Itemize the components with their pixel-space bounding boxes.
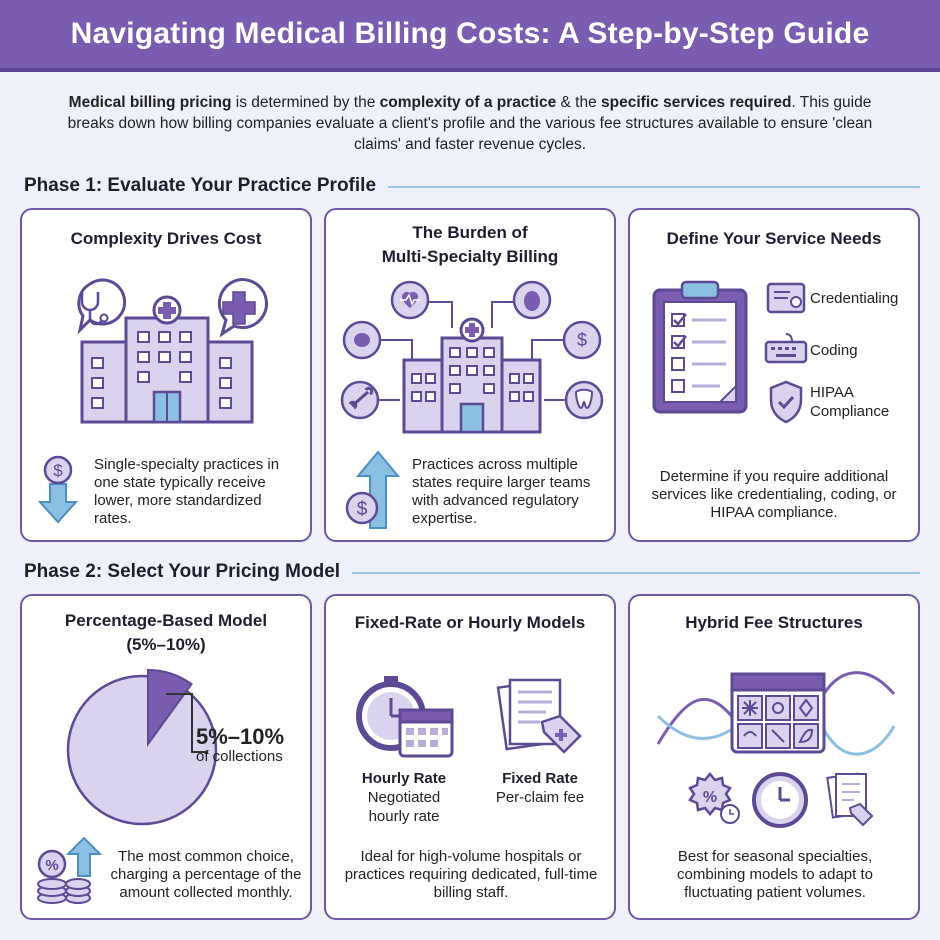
- checklist-clipboard-icon: [652, 280, 748, 414]
- intro-bold-1: Medical billing pricing: [68, 94, 232, 111]
- intro-bold-2: complexity of a practice: [379, 94, 557, 111]
- card-multi-specialty-title-1: The Burden of: [412, 223, 528, 242]
- phase2-title: Phase 2: Select Your Pricing Model: [24, 561, 341, 582]
- shield-check-icon: [769, 380, 803, 424]
- svg-text:$: $: [577, 330, 587, 350]
- card-percentage-text: The most common choice, charging a perce…: [110, 848, 302, 901]
- service-hipaa-1: HIPAA: [810, 384, 854, 401]
- phase2-heading: Phase 2: Select Your Pricing Model: [24, 558, 920, 586]
- certificate-icon: [766, 282, 806, 314]
- card-hybrid-text: Best for seasonal specialties, combining…: [677, 848, 873, 901]
- hourly-rate-title: Hourly Rate: [361, 770, 447, 787]
- header-banner: Navigating Medical Billing Costs: A Step…: [0, 0, 940, 72]
- card-percentage-title-1: Percentage-Based Model: [64, 611, 268, 630]
- coins-percent-icon: %: [37, 836, 103, 904]
- hourly-rate-desc-1: Negotiated: [367, 789, 441, 806]
- service-coding: Coding: [810, 342, 858, 359]
- multi-specialty-hospital-icon: $: [340, 280, 604, 434]
- card-service-needs-title: Define Your Service Needs: [666, 229, 882, 248]
- pie-sublabel: of collections: [196, 748, 283, 765]
- card-complexity: Complexity Drives Cost $ Single-specialt…: [20, 208, 312, 542]
- phase1-heading: Phase 1: Evaluate Your Practice Profile: [24, 172, 920, 200]
- svg-text:%: %: [703, 789, 717, 806]
- card-percentage-title-2: (5%–10%): [126, 635, 206, 654]
- fixed-rate-title: Fixed Rate: [502, 770, 578, 787]
- card-fixed-hourly-title: Fixed-Rate or Hourly Models: [354, 613, 586, 632]
- pie-leader-line: [166, 693, 208, 753]
- pie-remainder: [66, 674, 218, 826]
- intro-text-3: . This guide breaks down how billing com…: [67, 94, 873, 153]
- card-service-needs: Define Your Service Needs Credentialing …: [628, 208, 920, 542]
- page-title: Navigating Medical Billing Costs: A Step…: [70, 17, 870, 50]
- card-multi-specialty-title-2: Multi-Specialty Billing: [381, 247, 559, 266]
- card-fixed-hourly: Fixed-Rate or Hourly Models Hourly Rate …: [324, 594, 616, 920]
- intro-text-1: is determined by the: [231, 94, 380, 111]
- hourly-rate-desc-2: hourly rate: [368, 808, 440, 825]
- phase2-divider: [352, 572, 920, 574]
- hybrid-icons-row: %: [688, 772, 874, 828]
- card-multi-specialty: The Burden of Multi-Specialty Billing $: [324, 208, 616, 542]
- svg-text:%: %: [45, 857, 58, 874]
- card-service-needs-text: Determine if you require additional serv…: [651, 468, 897, 521]
- documents-tag-icon: [496, 678, 582, 754]
- phase1-title: Phase 1: Evaluate Your Practice Profile: [24, 175, 377, 196]
- keyboard-icon: [764, 333, 808, 364]
- svg-text:$: $: [53, 461, 63, 480]
- seasonal-calendar-icon: [656, 671, 896, 756]
- card-complexity-text: Single-specialty practices in one state …: [94, 456, 280, 527]
- fixed-rate-desc: Per-claim fee: [495, 789, 585, 806]
- svg-text:$: $: [357, 499, 368, 520]
- service-hipaa-2: Compliance: [810, 403, 890, 420]
- percentage-pie-chart: [66, 668, 218, 826]
- pie-label: 5%–10%: [196, 724, 285, 749]
- intro-bold-3: specific services required: [601, 94, 792, 111]
- stopwatch-calendar-icon: [356, 676, 454, 758]
- hospital-icon: [77, 278, 268, 424]
- card-multi-specialty-text: Practices across multiple states require…: [412, 456, 591, 527]
- service-credentialing: Credentialing: [810, 290, 899, 307]
- card-percentage-model: Percentage-Based Model (5%–10%) 5%–10% o…: [20, 594, 312, 920]
- card-hybrid-title: Hybrid Fee Structures: [685, 613, 863, 632]
- intro-paragraph: Medical billing pricing is determined by…: [50, 92, 890, 155]
- up-arrow-dollar-icon: $: [345, 450, 401, 529]
- down-arrow-dollar-icon: $: [37, 455, 79, 524]
- pie-slice: [147, 668, 193, 748]
- card-complexity-title: Complexity Drives Cost: [70, 229, 262, 248]
- card-hybrid: Hybrid Fee Structures % Best for sea: [628, 594, 920, 920]
- card-fixed-hourly-text: Ideal for high-volume hospitals or pract…: [344, 848, 598, 901]
- phase1-divider: [388, 186, 920, 188]
- intro-text-2: & the: [556, 94, 602, 111]
